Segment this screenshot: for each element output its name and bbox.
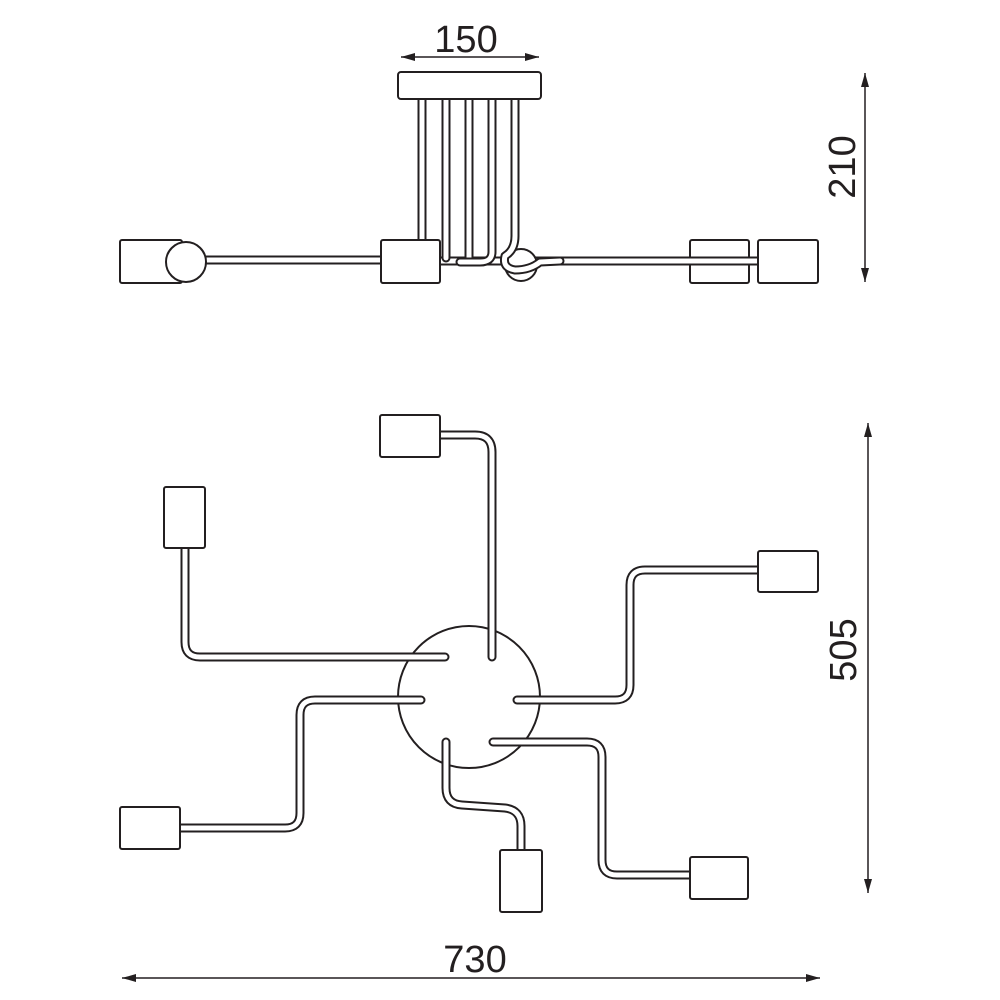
- side-socket-middle: [380, 239, 441, 284]
- top-socket-southwest: [119, 806, 181, 850]
- top-view: 505 730: [119, 414, 872, 982]
- top-arm-north: [435, 430, 497, 662]
- side-canopy: [397, 71, 542, 100]
- top-arm-northeast: [512, 565, 763, 705]
- top-socket-northeast: [757, 550, 819, 593]
- side-rod: [500, 94, 565, 275]
- canopy-width-label: 150: [434, 19, 497, 61]
- top-arm-southeast: [488, 737, 695, 880]
- height-label: 210: [822, 135, 864, 198]
- side-view: 150: [119, 19, 869, 284]
- top-socket-southeast: [689, 856, 749, 900]
- side-socket-right-outer: [757, 239, 819, 284]
- side-rod: [455, 94, 497, 267]
- top-arm-northwest: [180, 543, 450, 662]
- top-arm-southwest: [175, 695, 426, 833]
- width-label: 730: [443, 939, 506, 981]
- depth-label: 505: [823, 618, 865, 681]
- side-socket-end-left: [165, 241, 207, 283]
- top-socket-south: [499, 849, 543, 913]
- top-arm-south: [441, 737, 526, 855]
- top-socket-north: [379, 414, 441, 458]
- top-socket-northwest: [163, 486, 206, 549]
